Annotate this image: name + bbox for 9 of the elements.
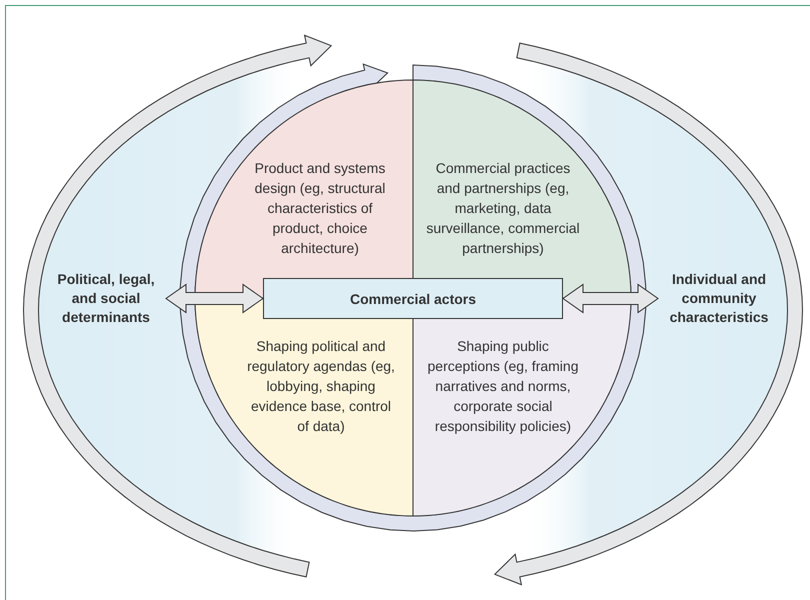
label-text: Individual and community characteristics [668,270,770,327]
segment-text: Shaping public perceptions (eg, framing narratives and norms, corporate social responsibility policies) [426,337,580,436]
segment-text: Product and systems design (eg, structural characteristics of product, choice architecture) [254,159,386,258]
segment-text: Shaping political and regulatory agendas (eg, lobbying, shaping evidence base, control of data) [247,337,395,436]
double-arrow [562,284,659,314]
label-text: Political, legal, and social determinants [56,270,156,327]
actor-box: Commercial actors [263,278,563,319]
segment-text: Commercial practices and partnerships (eg, marketing, data surveillance, commercial partnerships) [425,159,581,258]
double-arrow [165,284,264,314]
